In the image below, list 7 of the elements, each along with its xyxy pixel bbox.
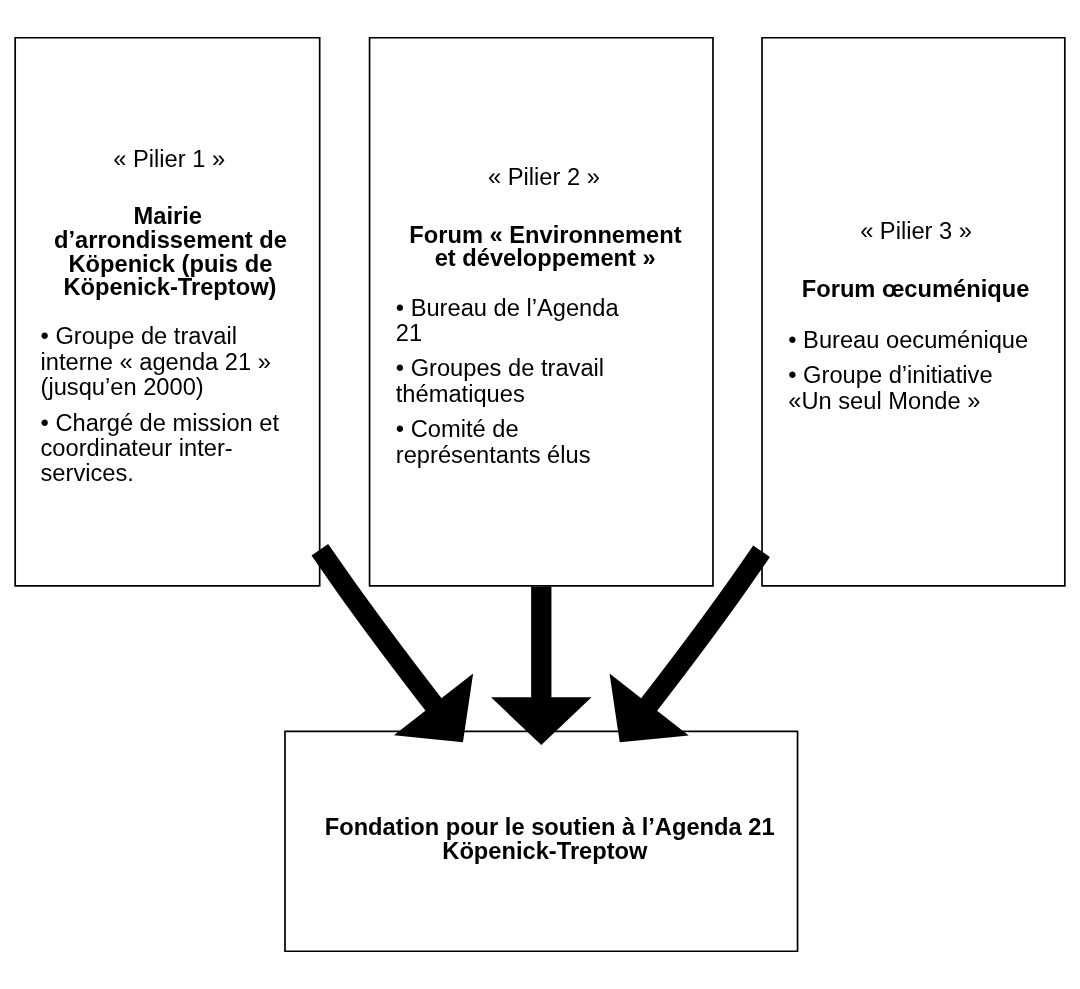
node-box: « Pilier 1 » Mairie d’arrondissement de Köpenick (puis de Köpenick-Treptow) • Groupe de travail interne « agenda 21 » (jusqu’en 2000) • Chargé de mission et coordinateur inter-services.	[14, 36, 321, 587]
node-box: « Pilier 3 » Forum œcuménique • Bureau oecuménique • Groupe d’initiative «Un seul Monde »	[761, 36, 1066, 587]
arrow	[491, 586, 592, 746]
node-box: Fondation pour le soutien à l’Agenda 21 Köpenick-Treptow	[284, 730, 799, 953]
arrow	[609, 545, 770, 743]
node-box: « Pilier 2 » Forum « Environnement et développement » • Bureau de l’Agenda 21 • Groupes de travail thématiques • Comité de représentants élus	[368, 36, 714, 587]
arrow	[311, 544, 474, 743]
